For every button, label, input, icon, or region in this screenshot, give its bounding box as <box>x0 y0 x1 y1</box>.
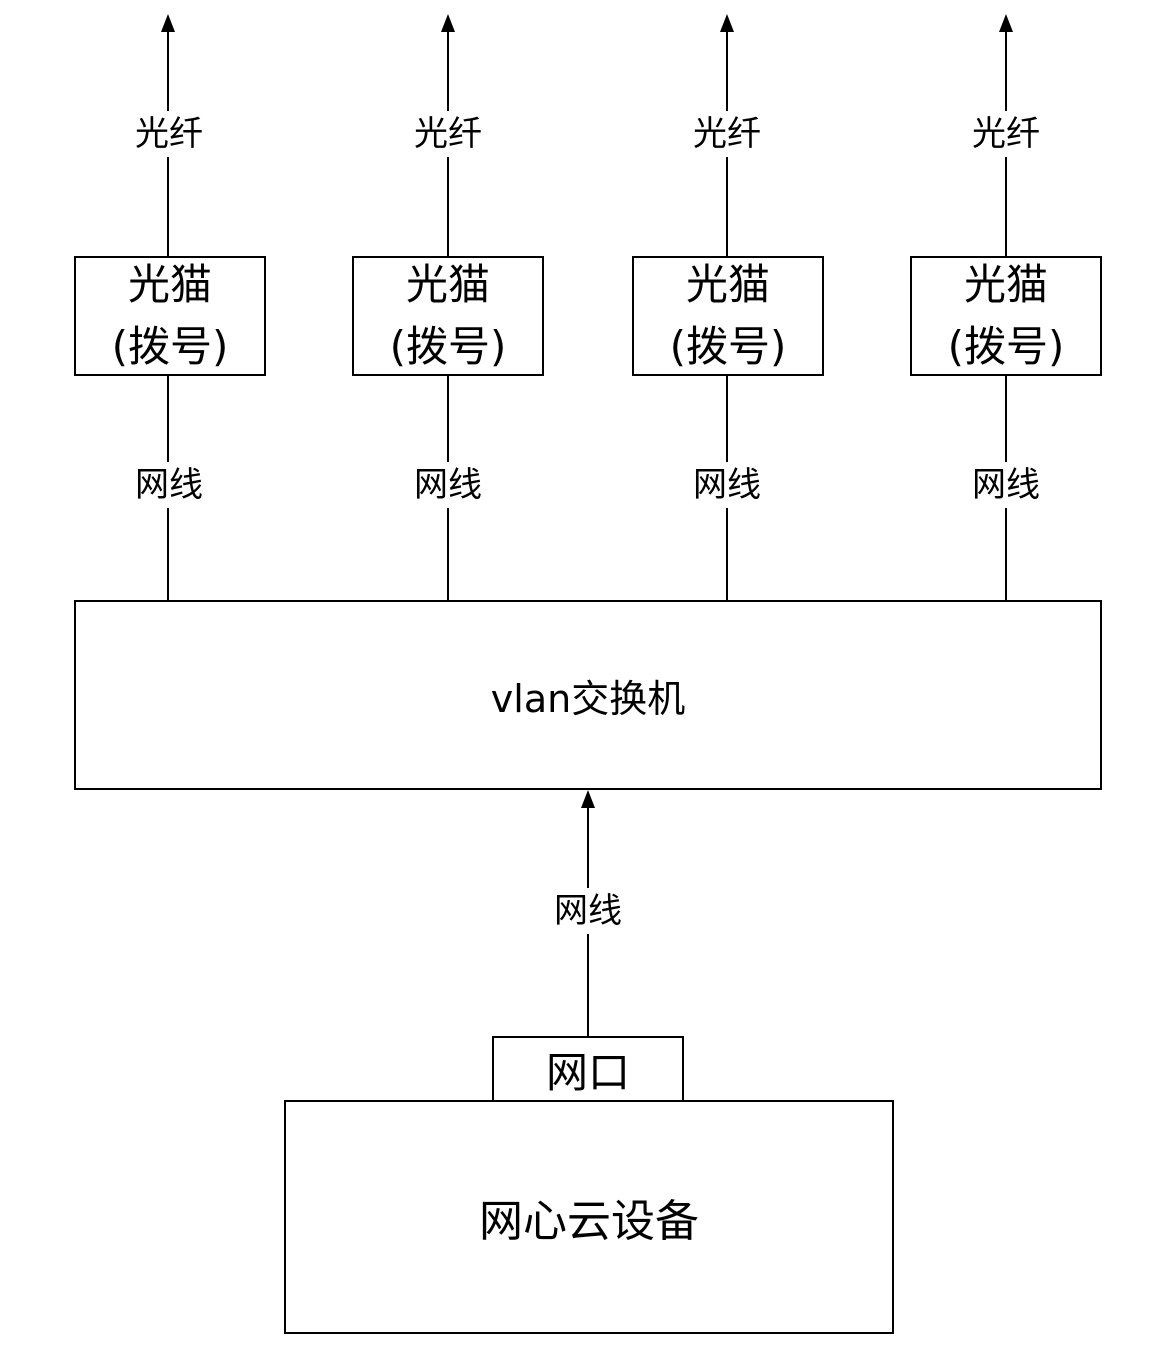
vlan-switch-box: vlan交换机 <box>74 600 1102 790</box>
modem-subtitle: (拨号) <box>389 322 507 371</box>
arrowhead-5 <box>581 790 595 808</box>
arrowhead-1 <box>161 14 175 32</box>
modem-title: 光猫 <box>127 260 212 309</box>
modem-subtitle: (拨号) <box>947 322 1065 371</box>
fiber-label-4: 光纤 <box>946 111 1066 157</box>
uplink-cable-label: 网线 <box>528 888 648 934</box>
port-label: 网口 <box>545 1047 630 1097</box>
switch-label: vlan交换机 <box>490 676 686 721</box>
device-label: 网心云设备 <box>479 1196 699 1247</box>
modem-subtitle: (拨号) <box>669 322 787 371</box>
cable-label-4: 网线 <box>946 462 1066 508</box>
cable-label-3: 网线 <box>667 462 787 508</box>
optical-modem-4: 光猫 (拨号) <box>910 256 1102 376</box>
cable-label-2: 网线 <box>388 462 508 508</box>
modem-subtitle: (拨号) <box>111 322 229 371</box>
modem-title: 光猫 <box>685 260 770 309</box>
fiber-label-2: 光纤 <box>388 111 508 157</box>
fiber-label-1: 光纤 <box>109 111 229 157</box>
device-box: 网心云设备 <box>284 1100 894 1334</box>
cable-label-1: 网线 <box>109 462 229 508</box>
arrowhead-2 <box>441 14 455 32</box>
fiber-label-3: 光纤 <box>667 111 787 157</box>
network-port-box: 网口 <box>492 1036 684 1102</box>
arrowhead-4 <box>999 14 1013 32</box>
modem-title: 光猫 <box>405 260 490 309</box>
modem-title: 光猫 <box>963 260 1048 309</box>
arrowhead-3 <box>720 14 734 32</box>
optical-modem-2: 光猫 (拨号) <box>352 256 544 376</box>
optical-modem-3: 光猫 (拨号) <box>632 256 824 376</box>
optical-modem-1: 光猫 (拨号) <box>74 256 266 376</box>
